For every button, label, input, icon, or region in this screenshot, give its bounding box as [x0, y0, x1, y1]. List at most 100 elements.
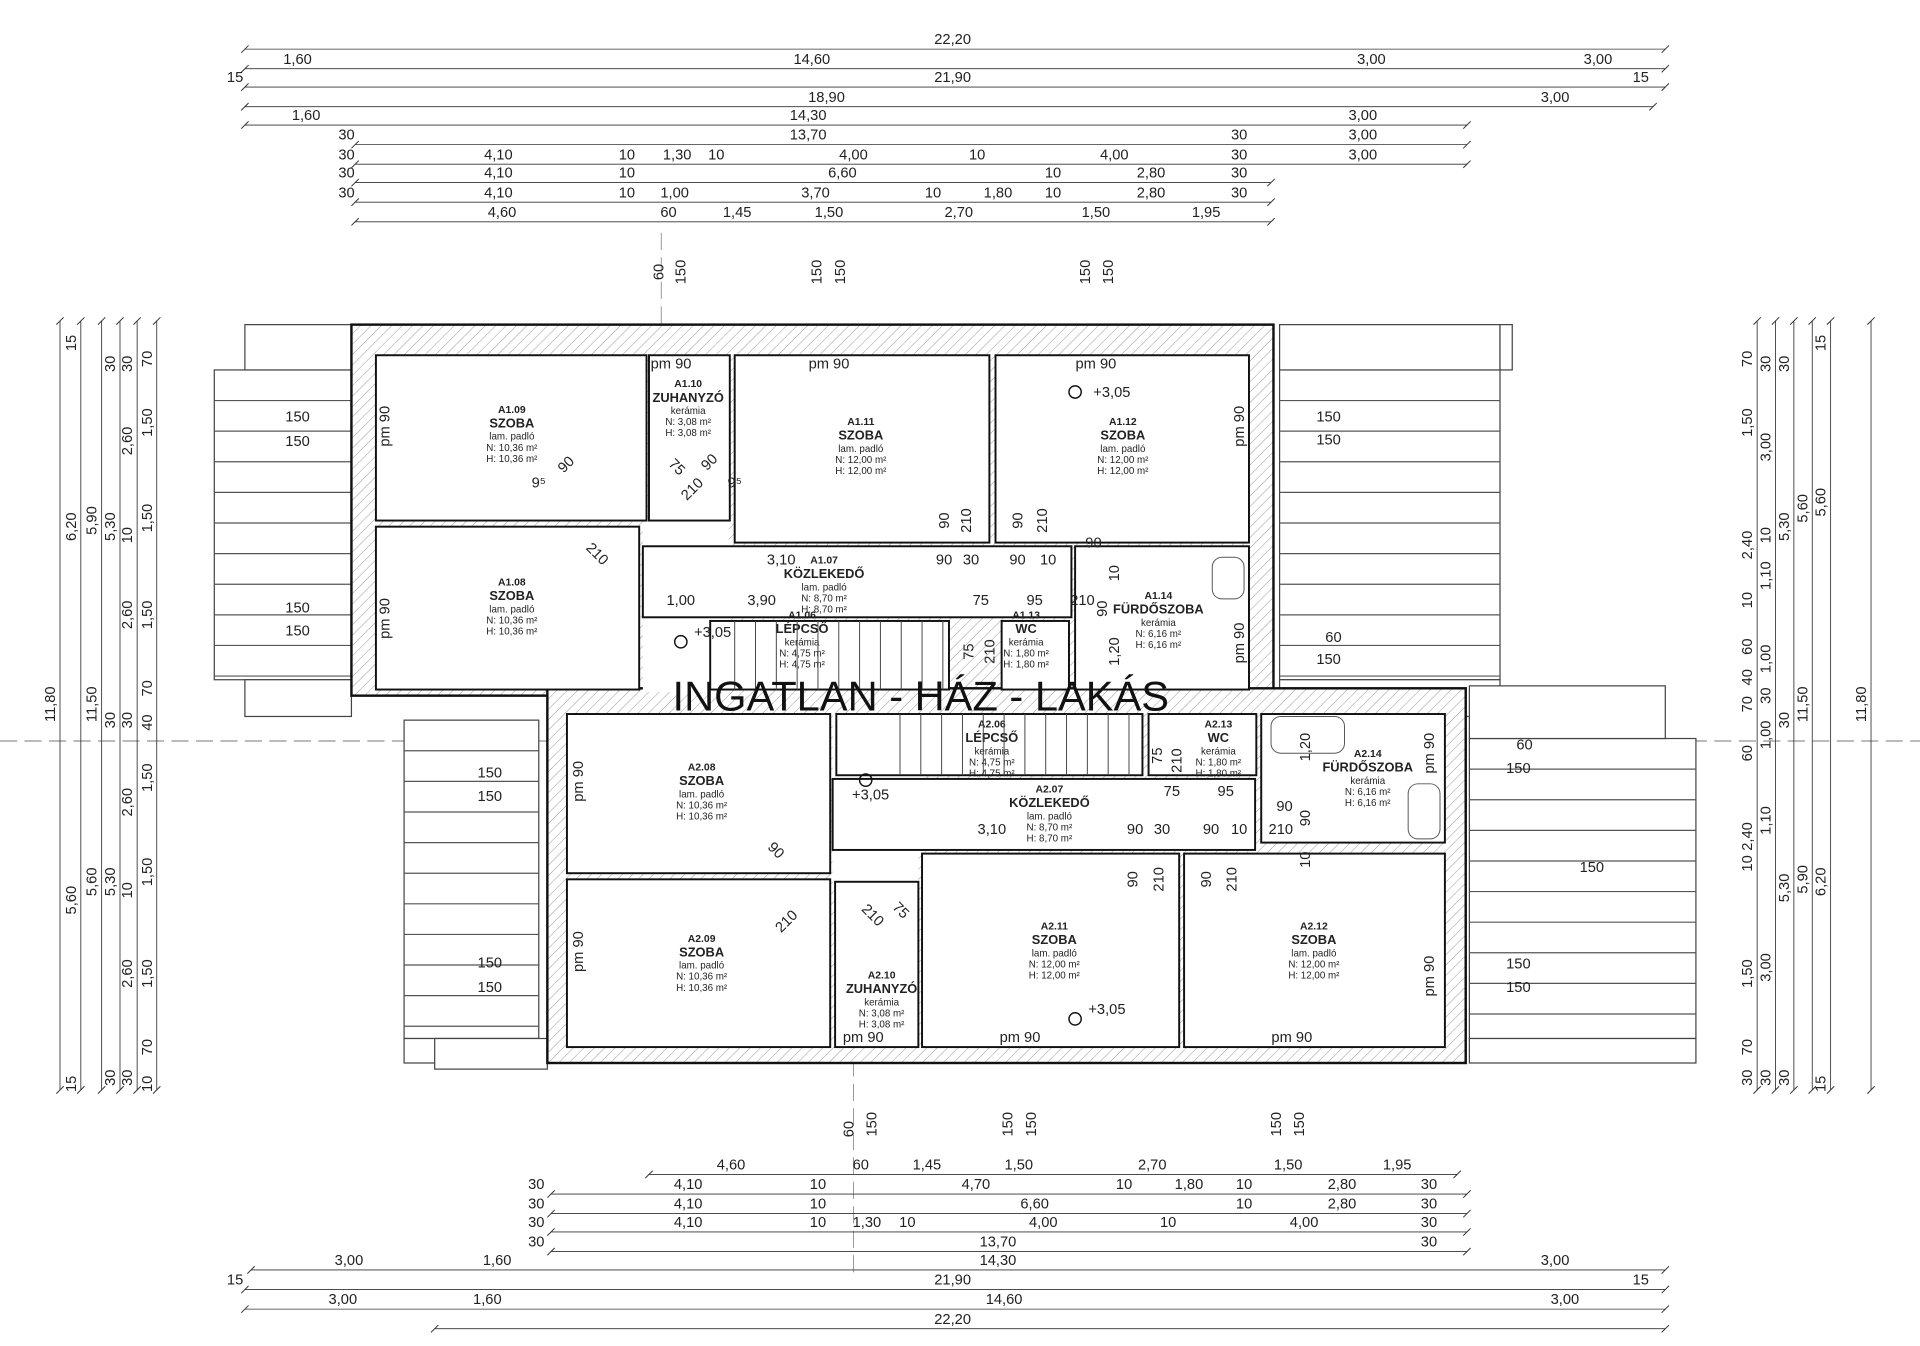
door-dimension-label: 90 [1085, 535, 1101, 551]
room-name: LÉPCSŐ [965, 730, 1018, 745]
bottom-dimension-label: 1,60 [483, 1253, 512, 1269]
terrace [1468, 737, 1697, 1040]
dimension-tick [1867, 316, 1876, 325]
room-floor: kerámia [1201, 746, 1236, 757]
bottom-dimension-label: 4,70 [962, 1177, 991, 1193]
watermark-title: INGATLAN - HÁZ - LAKÁS [673, 672, 1170, 719]
terrace-dimension-label: 150 [285, 409, 310, 425]
door-dimension-label: 90 [1126, 871, 1142, 887]
room-area: H: 1,80 m² [1003, 659, 1049, 670]
room-net-area: N: 12,00 m² [1288, 959, 1340, 970]
room-outline [733, 354, 991, 544]
room-outline [709, 619, 950, 691]
left-dimension-label: 5,60 [85, 867, 101, 896]
left-dimension-label: 30 [103, 712, 119, 728]
bottom-dimension-label: 10 [1236, 1197, 1252, 1213]
top-dimension-label: 2,70 [944, 205, 973, 221]
left-dimension-label: 30 [120, 712, 136, 728]
dimension-tick [1661, 1324, 1670, 1333]
room-net-area: N: 12,00 m² [835, 455, 887, 466]
dimension-tick [1867, 1085, 1876, 1094]
dimension-tick [115, 1085, 125, 1094]
door-dimension-label: 90 [1199, 871, 1215, 887]
right-dimension-label: 6,20 [1814, 867, 1830, 896]
dimension-tick [1462, 1247, 1471, 1256]
bottom-dimension-label: 6,60 [1020, 1197, 1049, 1213]
top-dimension-label: 1,50 [815, 205, 844, 221]
door-dimension-label: 90 [1009, 553, 1025, 569]
top-dimension-label: 14,30 [790, 108, 827, 124]
terrace-dimension-label: 150 [1316, 652, 1341, 668]
bottom-dimension-label: 1,50 [1274, 1158, 1303, 1174]
dimension-tick [1771, 1085, 1780, 1094]
room-floor: kerámia [864, 997, 899, 1008]
room-outline [1000, 619, 1070, 691]
top-dimension-label: 30 [1231, 185, 1247, 201]
room-area: H: 8,70 m² [1027, 833, 1073, 844]
terrace-dimension-label: 150 [478, 789, 503, 805]
door-dimension-label: 90 [1298, 810, 1314, 826]
bottom-dimension-label: 15 [1633, 1273, 1649, 1289]
room-floor: lam. padló [838, 444, 884, 455]
dimension-tick [133, 1085, 142, 1094]
door-dimension-label: 1,20 [1298, 733, 1314, 762]
door-dimension-label: 90 [1127, 822, 1143, 838]
room-id: A2.10 [868, 971, 896, 982]
terrace-edge [1499, 324, 1513, 371]
bottom-vertical-dimension: 150 [1001, 1112, 1017, 1137]
bottom-dimension-label: 1,45 [913, 1158, 942, 1174]
right-dimension-label: 40 [1740, 669, 1756, 685]
room-name: SZOBA [489, 415, 534, 430]
room-net-area: N: 12,00 m² [1029, 959, 1081, 970]
right-dimension-label: 30 [1759, 1070, 1775, 1086]
dimension-tick [247, 1265, 256, 1274]
room-floor: kerámia [785, 637, 820, 648]
left-dimension-label: 10 [120, 527, 136, 543]
terrace-dimension-label: 60 [1325, 630, 1341, 646]
door-dimension-label: 75 [1150, 747, 1166, 763]
left-dimension-label: 11,50 [85, 686, 101, 722]
bottom-dimension-label: 1,50 [1004, 1158, 1033, 1174]
window-label: pm 90 [1232, 406, 1248, 447]
top-dimension-label: 30 [1231, 147, 1247, 163]
bottom-dimension-label: 30 [528, 1235, 544, 1251]
room-floor: lam. padló [679, 961, 725, 972]
top-vertical-dimension: 150 [833, 260, 849, 285]
bottom-dimension-label: 10 [810, 1177, 826, 1193]
right-dimension-label: 2,40 [1740, 531, 1756, 560]
terrace-dimension-label: 150 [285, 624, 310, 640]
terrace-dimension-label: 150 [1580, 860, 1605, 876]
room-name: SZOBA [679, 773, 724, 788]
bottom-dimension-label: 21,90 [934, 1273, 971, 1289]
dimension-tick [1462, 121, 1471, 130]
door-dimension-label: 90 [936, 553, 952, 569]
bottom-dimension-label: 30 [1421, 1235, 1437, 1251]
room-floor: lam. padló [1100, 444, 1146, 455]
bottom-dimension-label: 1,95 [1383, 1158, 1412, 1174]
dimension-tick [351, 178, 360, 187]
right-dimension-label: 30 [1777, 712, 1793, 728]
terrace-dimension-label: 150 [478, 955, 503, 971]
right-dimension-label: 5,30 [1777, 874, 1793, 903]
left-dimension-label: 2,60 [120, 601, 136, 630]
room-outline [994, 354, 1250, 544]
right-dimension-label: 15 [1814, 1076, 1830, 1092]
right-dimension-label: 70 [1740, 696, 1756, 712]
room-net-area: N: 3,08 m² [859, 1008, 905, 1019]
top-dimension-label: 10 [619, 147, 635, 163]
door-dimension-label: 10 [1298, 852, 1314, 868]
room-net-area: N: 4,75 m² [969, 757, 1015, 768]
door-dimension-label: 10 [1040, 553, 1056, 569]
dimension-tick [1462, 1209, 1471, 1218]
door-dimension-label: 90 [1095, 601, 1111, 617]
room-outline [641, 545, 1073, 619]
right-dimension-label: 2,40 [1740, 822, 1756, 851]
dimension-tick [97, 1085, 106, 1094]
door-dimension-label: 75 [1164, 784, 1180, 800]
